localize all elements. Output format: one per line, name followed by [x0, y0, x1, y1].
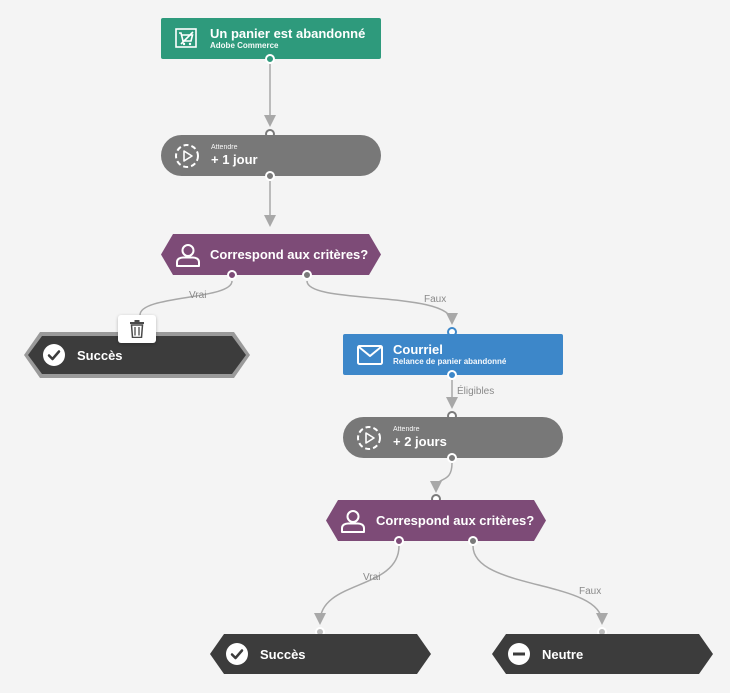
check-circle-icon: [42, 343, 66, 367]
person-icon: [175, 242, 201, 268]
minus-circle-icon: [507, 642, 531, 666]
delete-button[interactable]: [118, 315, 156, 343]
wait2-prefix: Attendre: [393, 426, 420, 433]
connector-cond1-true: [139, 280, 233, 316]
wait-node-1-day[interactable]: Attendre + 1 jour: [161, 135, 381, 176]
branch-label-faux: Faux: [424, 294, 447, 305]
end-node-success-2[interactable]: Succès: [210, 634, 431, 674]
condition-node-2[interactable]: Correspond aux critères?: [326, 500, 546, 541]
trigger-title: Un panier est abandonné: [210, 26, 366, 41]
trigger-node-cart-abandoned[interactable]: Un panier est abandonné Adobe Commerce: [161, 18, 381, 59]
neutral-title: Neutre: [542, 647, 584, 662]
envelope-icon: [357, 345, 383, 365]
success1-title: Succès: [77, 348, 123, 363]
wait1-title: + 1 jour: [211, 152, 258, 167]
play-dashed-icon: [175, 144, 199, 168]
email-subtitle: Relance de panier abandonné: [393, 357, 507, 366]
condition1-true-port[interactable]: [227, 270, 237, 280]
condition1-title: Correspond aux critères?: [210, 247, 369, 262]
condition2-title: Correspond aux critères?: [376, 513, 535, 528]
cart-icon: [175, 28, 197, 48]
condition2-true-port[interactable]: [394, 536, 404, 546]
branch-label-faux-2: Faux: [579, 586, 602, 597]
branch-label-eligibles: Éligibles: [457, 386, 495, 397]
connector-cond2-true: [314, 545, 400, 625]
person-icon: [340, 508, 366, 534]
connector-wait2-cond2: [430, 462, 453, 493]
email-output-port[interactable]: [447, 370, 457, 380]
wait-node-2-days[interactable]: Attendre + 2 jours: [343, 417, 563, 458]
trash-icon: [130, 320, 144, 338]
connector-cond2-false: [472, 545, 608, 625]
wait1-output-port[interactable]: [265, 171, 275, 181]
end-node-neutral[interactable]: Neutre: [492, 634, 713, 674]
wait2-title: + 2 jours: [393, 434, 447, 449]
connector-cond1-false: [306, 280, 458, 325]
email-node[interactable]: Courriel Relance de panier abandonné: [343, 334, 563, 375]
wait1-prefix: Attendre: [211, 144, 238, 151]
branch-label-vrai-2: Vrai: [363, 572, 381, 583]
trigger-subtitle: Adobe Commerce: [210, 41, 279, 50]
condition1-false-port[interactable]: [302, 270, 312, 280]
email-title: Courriel: [393, 342, 443, 357]
condition2-false-port[interactable]: [468, 536, 478, 546]
branch-label-vrai: Vrai: [189, 290, 207, 301]
play-dashed-icon: [357, 426, 381, 450]
condition-node-1[interactable]: Correspond aux critères?: [161, 234, 381, 275]
success2-title: Succès: [260, 647, 306, 662]
trigger-output-port[interactable]: [265, 54, 275, 64]
wait2-output-port[interactable]: [447, 453, 457, 463]
check-circle-icon: [225, 642, 249, 666]
